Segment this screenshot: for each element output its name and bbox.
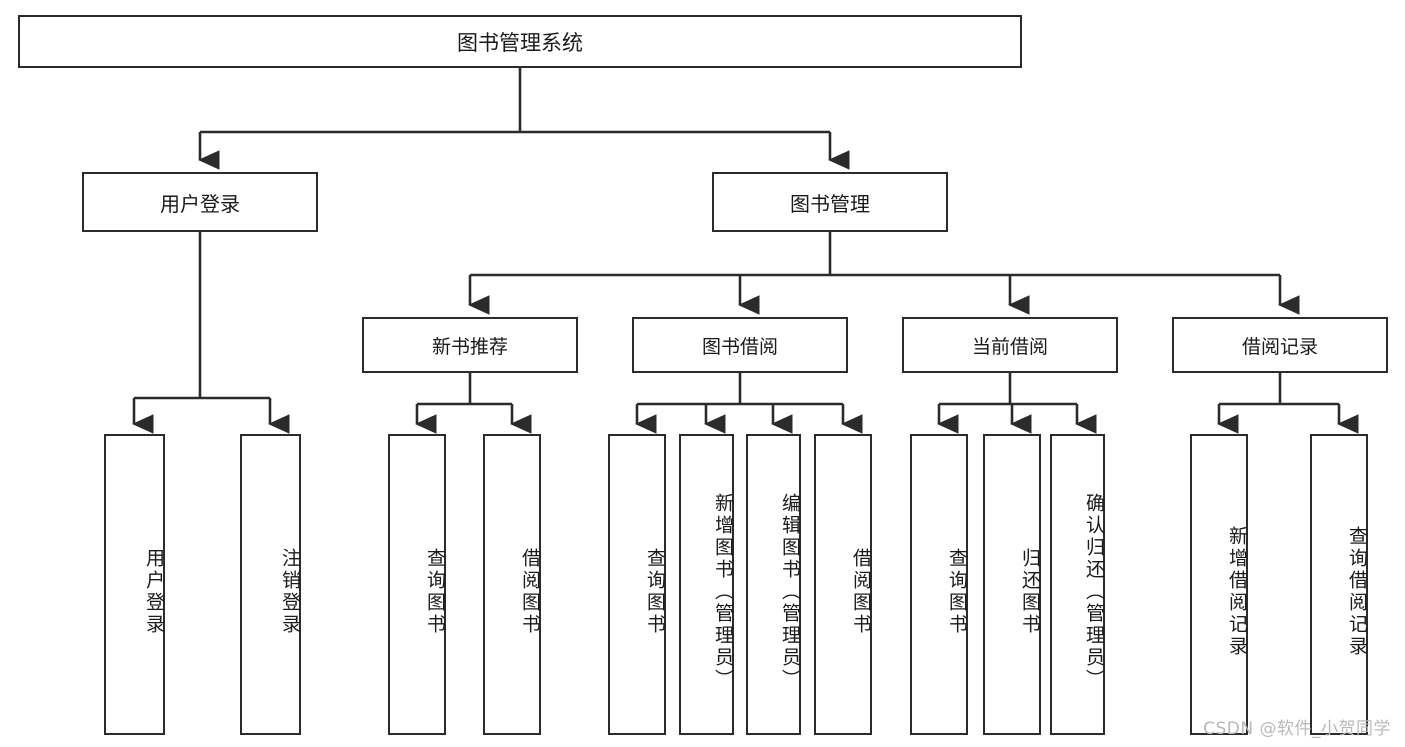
node-book-management-label: 图书管理 [790, 191, 870, 216]
node-root-label: 图书管理系统 [457, 30, 583, 55]
node-book-borrow-label: 图书借阅 [701, 335, 778, 358]
node-user-login-label: 用户登录 [160, 191, 240, 216]
leaf-node-label: 新增借阅记录 [1226, 525, 1248, 658]
leaf-node[interactable]: 查询图书 [388, 434, 446, 735]
leaf-node[interactable]: 归还图书 [983, 434, 1041, 735]
leaf-node-label: 借阅图书 [519, 547, 541, 636]
node-borrow-record[interactable]: 借阅记录 [1172, 317, 1388, 373]
leaf-node[interactable]: 查询图书 [608, 434, 666, 735]
leaf-node[interactable]: 注销登录 [240, 434, 301, 735]
leaf-node-label: 用户登录 [143, 547, 165, 636]
leaf-node[interactable]: 用户登录 [104, 434, 165, 735]
watermark: CSDN @软件_小贺同学 [1203, 719, 1391, 739]
node-root[interactable]: 图书管理系统 [18, 15, 1022, 68]
leaf-node-label: 查询借阅记录 [1346, 525, 1368, 658]
leaf-node-label: 确认归还（管理员） [1083, 492, 1105, 691]
node-book-borrow[interactable]: 图书借阅 [632, 317, 848, 373]
node-user-login[interactable]: 用户登录 [82, 172, 318, 232]
leaf-node[interactable]: 编辑图书（管理员） [746, 434, 801, 735]
leaf-node-label: 新增图书（管理员） [712, 492, 734, 691]
leaf-node-label: 归还图书 [1019, 547, 1041, 636]
leaf-node-label: 注销登录 [279, 547, 301, 636]
leaf-node[interactable]: 查询图书 [910, 434, 968, 735]
leaf-node-label: 查询图书 [424, 547, 446, 636]
node-borrow-record-label: 借阅记录 [1241, 335, 1318, 358]
node-current-borrow-label: 当前借阅 [971, 335, 1048, 358]
node-current-borrow[interactable]: 当前借阅 [902, 317, 1118, 373]
node-new-book-recommend-label: 新书推荐 [431, 335, 508, 358]
leaf-node[interactable]: 借阅图书 [814, 434, 872, 735]
leaf-node[interactable]: 新增借阅记录 [1190, 434, 1248, 735]
leaf-node-label: 查询图书 [946, 547, 968, 636]
node-new-book-recommend[interactable]: 新书推荐 [362, 317, 578, 373]
leaf-node[interactable]: 借阅图书 [483, 434, 541, 735]
leaf-node-label: 借阅图书 [850, 547, 872, 636]
leaf-node-label: 查询图书 [644, 547, 666, 636]
leaf-node-label: 编辑图书（管理员） [779, 492, 801, 691]
leaf-node[interactable]: 确认归还（管理员） [1050, 434, 1105, 735]
leaf-node[interactable]: 新增图书（管理员） [679, 434, 734, 735]
leaf-node[interactable]: 查询借阅记录 [1310, 434, 1368, 735]
node-book-management[interactable]: 图书管理 [712, 172, 948, 232]
